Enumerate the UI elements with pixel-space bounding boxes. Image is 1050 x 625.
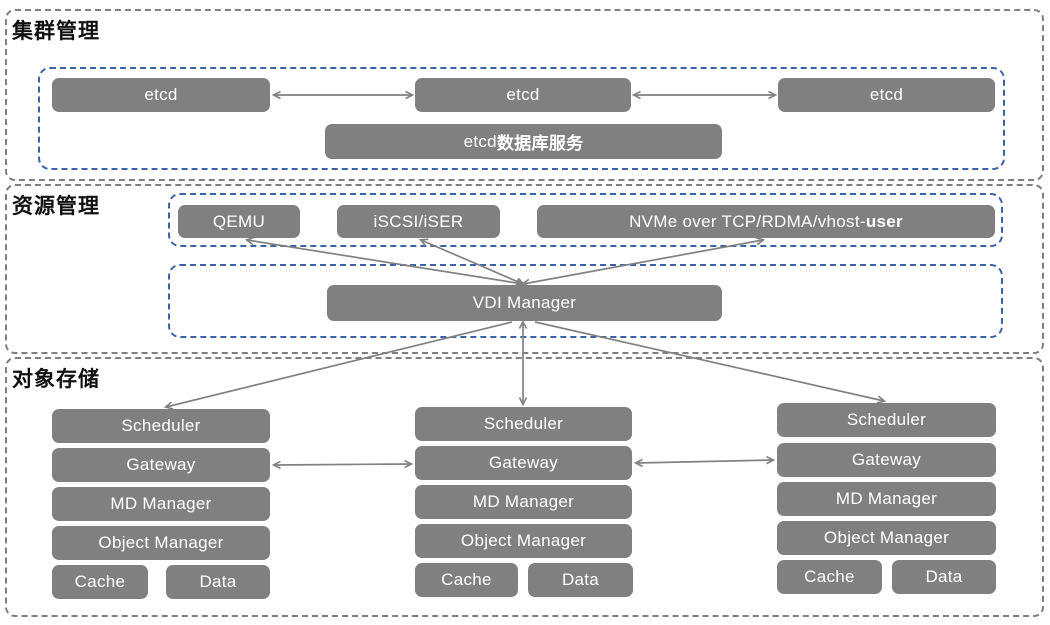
node-iscsi-iser: iSCSI/iSER [337, 205, 500, 238]
etcd-cluster-group [38, 67, 1005, 170]
node-object-manager-right: Object Manager [777, 521, 996, 555]
node-object-manager-middle: Object Manager [415, 524, 632, 558]
resource-section-title: 资源管理 [12, 195, 100, 218]
node-data-right: Data [892, 560, 996, 594]
node-md-manager-middle: MD Manager [415, 485, 632, 519]
node-gateway-right: Gateway [777, 443, 996, 477]
node-data-middle: Data [528, 563, 633, 597]
node-cache-left: Cache [52, 565, 148, 599]
node-etcd-db-service: etcd 数据库服务 [325, 124, 722, 159]
node-md-manager-left: MD Manager [52, 487, 270, 521]
node-nvme-over-tcp-rdma-vhost-user: NVMe over TCP/RDMA/vhost- user [537, 205, 995, 238]
node-vdi-manager: VDI Manager [327, 285, 722, 321]
node-gateway-middle: Gateway [415, 446, 632, 480]
node-cache-middle: Cache [415, 563, 518, 597]
etcd-db-service-label-cjk: 数据库服务 [496, 134, 584, 153]
node-md-manager-right: MD Manager [777, 482, 996, 516]
section-cluster-management [5, 9, 1044, 181]
node-etcd-3: etcd [778, 78, 995, 112]
node-scheduler-left: Scheduler [52, 409, 270, 443]
node-etcd-1: etcd [52, 78, 270, 112]
node-data-left: Data [166, 565, 270, 599]
storage-section-title: 对象存储 [12, 368, 100, 391]
node-qemu: QEMU [178, 205, 300, 238]
etcd-db-service-label-latin: etcd [463, 131, 497, 151]
node-scheduler-middle: Scheduler [415, 407, 632, 441]
node-gateway-left: Gateway [52, 448, 270, 482]
node-etcd-2: etcd [415, 78, 631, 112]
node-cache-right: Cache [777, 560, 882, 594]
nvme-label-regular: NVMe over TCP/RDMA/vhost- [629, 211, 866, 231]
cluster-section-title: 集群管理 [12, 20, 100, 43]
node-object-manager-left: Object Manager [52, 526, 270, 560]
node-scheduler-right: Scheduler [777, 403, 996, 437]
nvme-label-bold: user [865, 211, 903, 231]
